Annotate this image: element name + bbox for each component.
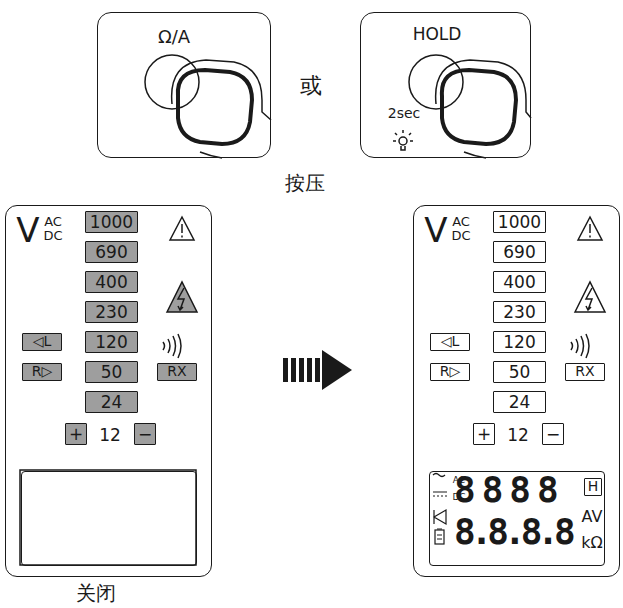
key-box: + xyxy=(473,423,495,445)
key-box: 690 xyxy=(493,241,546,263)
key-box: + xyxy=(65,423,87,445)
transition-arrow xyxy=(283,350,352,390)
label-text: 8.8.8.8 xyxy=(454,512,578,552)
label-text: AC xyxy=(40,215,66,229)
tester-display: VACDC 12 1000 690 400 230 120 50 24 ◁L R▷ RX + − xyxy=(5,205,212,577)
key-box: RX xyxy=(565,363,605,381)
label-text: R▷ xyxy=(23,364,61,380)
key-box: ◁L xyxy=(430,333,470,351)
label-text: AV xyxy=(580,508,604,526)
lcd-screen: ACDC88888.8.8.8AVkΩH xyxy=(429,471,605,566)
label-text: 400 xyxy=(494,272,545,292)
key-box: − xyxy=(542,423,564,445)
key-box: H xyxy=(584,478,603,496)
label-text: 1000 xyxy=(494,212,545,232)
label-text: AC xyxy=(448,215,474,229)
label-text: 690 xyxy=(494,242,545,262)
label-text: R▷ xyxy=(431,364,469,380)
label-text: 50 xyxy=(494,362,545,382)
key-box: 120 xyxy=(85,331,138,353)
label-text: 400 xyxy=(86,272,137,292)
key-box: 50 xyxy=(493,361,546,383)
tester-display: VACDC1210006904002301205024◁LR▷RX+−ACDC8… xyxy=(413,205,620,577)
label-text: − xyxy=(135,424,155,444)
key-box: 120 xyxy=(493,331,546,353)
label-text: HOLD xyxy=(395,25,479,44)
label-text: 24 xyxy=(494,392,545,412)
label-text: V xyxy=(14,212,42,249)
button-panel: HOLD 2sec xyxy=(360,12,531,158)
key-box: 690 xyxy=(85,241,138,263)
label-text: + xyxy=(66,424,86,444)
key-box: RX xyxy=(157,363,197,381)
label-text: 690 xyxy=(86,242,137,262)
button-left xyxy=(145,55,271,158)
label-text: RX xyxy=(158,364,196,380)
label-text: 12 xyxy=(498,426,538,445)
label-text: 1000 xyxy=(86,212,137,232)
key-box: − xyxy=(134,423,156,445)
lcd-screen xyxy=(21,471,197,566)
label-text: 230 xyxy=(86,302,137,322)
label-text: Ω/A xyxy=(134,27,214,47)
label-text: 12 xyxy=(90,426,130,445)
key-box: 400 xyxy=(493,271,546,293)
caption: 关闭 xyxy=(76,582,116,604)
display-left-symbols xyxy=(20,217,197,565)
key-box: ◁L xyxy=(22,333,62,351)
label-text: ◁L xyxy=(431,334,469,350)
label-text: 230 xyxy=(494,302,545,322)
key-box: R▷ xyxy=(22,363,62,381)
free-label: 按压 xyxy=(285,172,325,194)
label-text: RX xyxy=(566,364,604,380)
key-box: 400 xyxy=(85,271,138,293)
label-text: kΩ xyxy=(580,534,604,552)
label-text: ◁L xyxy=(23,334,61,350)
label-text: DC xyxy=(448,229,474,243)
label-text: 50 xyxy=(86,362,137,382)
free-label: 或 xyxy=(300,74,322,98)
key-box: 1000 xyxy=(85,211,138,233)
button-panel: Ω/A xyxy=(97,12,271,158)
key-box: 24 xyxy=(493,391,546,413)
key-box: 50 xyxy=(85,361,138,383)
label-text: + xyxy=(474,424,494,444)
label-text: V xyxy=(422,212,450,249)
key-box: R▷ xyxy=(430,363,470,381)
label-text: − xyxy=(543,424,563,444)
label-text: DC xyxy=(40,229,66,243)
key-box: 1000 xyxy=(493,211,546,233)
label-text: 120 xyxy=(86,332,137,352)
label-text: 8888 xyxy=(454,470,578,510)
key-box: 24 xyxy=(85,391,138,413)
key-box: 230 xyxy=(85,301,138,323)
key-box: 230 xyxy=(493,301,546,323)
label-text: H xyxy=(585,479,602,495)
label-text: 120 xyxy=(494,332,545,352)
label-text: 2sec xyxy=(383,106,425,121)
label-text: 24 xyxy=(86,392,137,412)
